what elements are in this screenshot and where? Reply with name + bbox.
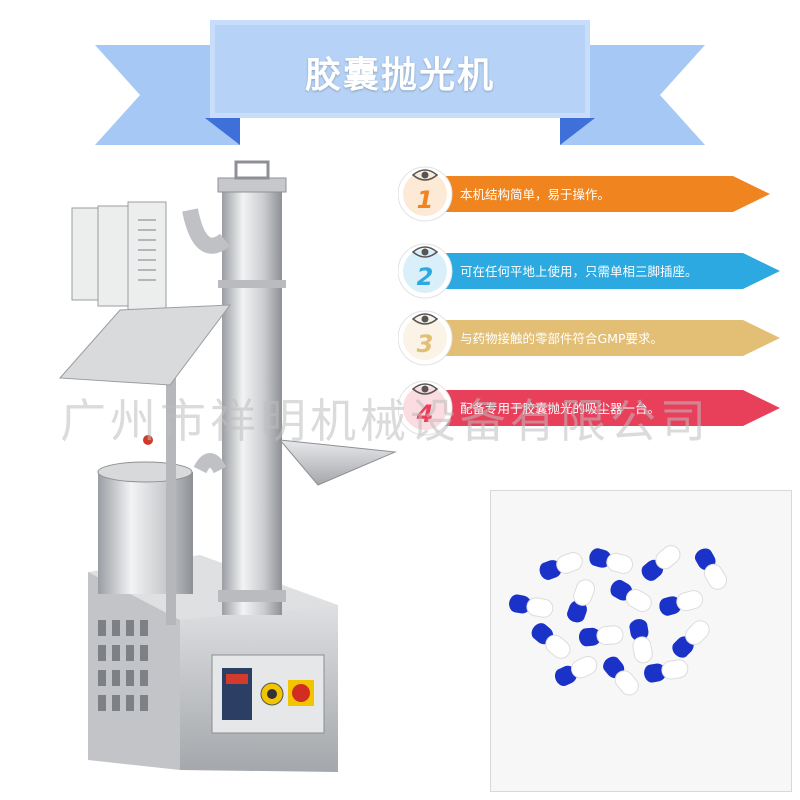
capsules-photo — [490, 490, 792, 792]
feature-item-2: 2 可在任何平地上使用，只需单相三脚插座。 — [398, 240, 790, 300]
title-ribbon: 胶囊抛光机 — [0, 0, 800, 160]
feature-item-4: 4 配备专用于胶囊抛光的吸尘器一台。 — [398, 377, 790, 437]
capsule-polishing-machine-image — [50, 150, 460, 790]
feature-text: 本机结构简单，易于操作。 — [460, 186, 611, 202]
feature-text: 配备专用于胶囊抛光的吸尘器一台。 — [460, 400, 661, 416]
feature-number: 1 — [416, 186, 434, 214]
feature-number: 3 — [416, 330, 434, 358]
feature-number: 2 — [416, 263, 434, 291]
feature-number: 4 — [416, 400, 434, 428]
feature-item-3: 3 与药物接触的零部件符合GMP要求。 — [398, 307, 790, 367]
page-title: 胶囊抛光机 — [304, 55, 495, 96]
feature-text: 可在任何平地上使用，只需单相三脚插座。 — [460, 263, 698, 279]
feature-text: 与药物接触的零部件符合GMP要求。 — [460, 330, 664, 346]
feature-item-1: 1 本机结构简单，易于操作。 — [398, 163, 790, 223]
